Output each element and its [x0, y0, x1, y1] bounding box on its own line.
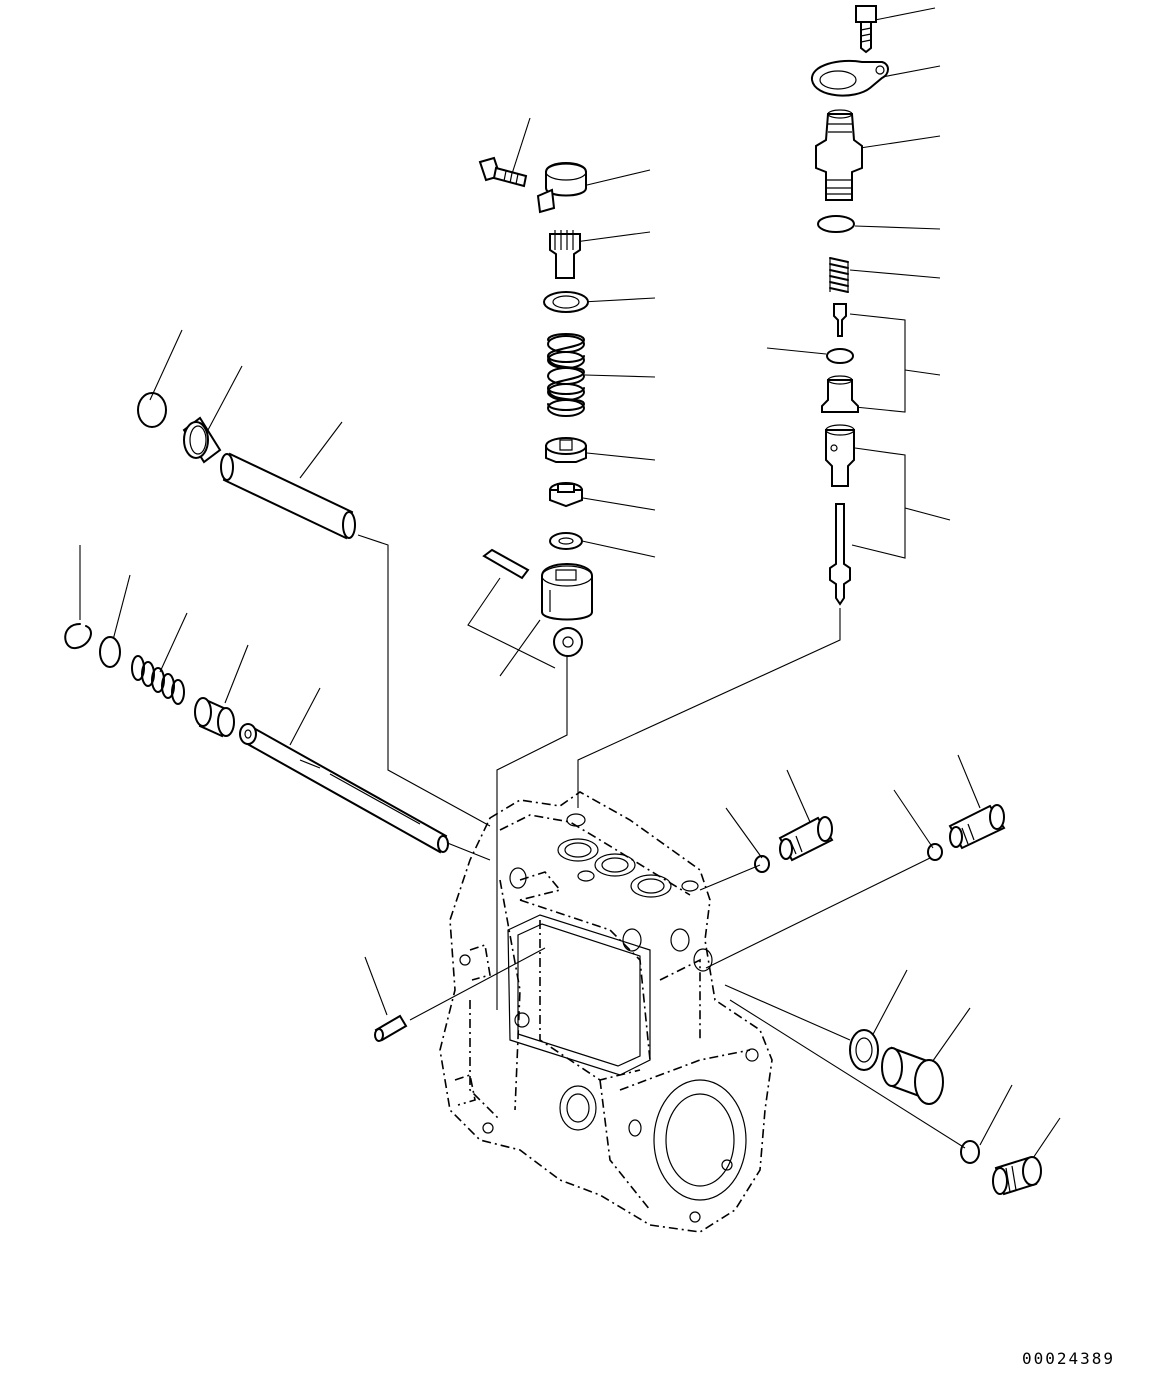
- plunger: [829, 503, 851, 606]
- plunger-barrel: [825, 424, 855, 487]
- gasket-washer: [826, 348, 854, 364]
- bleeder-plug-b: [948, 804, 1006, 850]
- pump-housing: [439, 791, 773, 1233]
- control-sleeve-stack: [478, 156, 593, 657]
- washer-left: [99, 636, 121, 668]
- o-ring-right-b: [927, 843, 943, 861]
- delivery-valve-spring: [829, 257, 849, 293]
- bushing-plug: [182, 416, 222, 464]
- end-plug: [881, 1046, 944, 1105]
- drawing-number: 00024389: [1021, 1349, 1115, 1368]
- valve-seat: [821, 375, 859, 413]
- o-ring-right-c: [960, 1140, 980, 1164]
- o-ring-right-a: [754, 855, 770, 873]
- rack-guide-tube: [220, 452, 356, 540]
- plunger-spring: [547, 333, 585, 417]
- dowel-pin: [374, 1014, 408, 1042]
- upper-spring-seat: [543, 291, 589, 313]
- pinion-clamp: [536, 162, 587, 214]
- delivery-valve-holder: [815, 109, 863, 201]
- guide-pin: [482, 548, 530, 580]
- adjusting-collar: [549, 482, 583, 508]
- bleeder-plug-a: [778, 816, 834, 862]
- control-rack: [239, 723, 449, 854]
- o-ring-left-top: [137, 392, 167, 428]
- drain-plug: [992, 1156, 1042, 1196]
- shim-washer: [549, 532, 583, 550]
- housing-plugs: [754, 804, 1042, 1196]
- o-ring-holder: [817, 215, 855, 233]
- flange-bolt: [855, 5, 877, 54]
- lower-spring-seat: [545, 437, 587, 463]
- control-rack-group: [64, 392, 449, 1042]
- gasket-large: [849, 1029, 879, 1071]
- delivery-valve-stack: [810, 5, 889, 606]
- bushing-sleeve: [194, 697, 235, 738]
- return-spring: [131, 655, 185, 705]
- valve-pin: [833, 303, 847, 337]
- leader-lines: [79, 7, 1061, 1171]
- retaining-plate: [810, 59, 889, 97]
- roller: [553, 627, 583, 657]
- snap-ring-left: [64, 623, 92, 650]
- clamp-bolt: [478, 156, 528, 188]
- tappet: [541, 563, 593, 621]
- control-pinion: [549, 230, 581, 279]
